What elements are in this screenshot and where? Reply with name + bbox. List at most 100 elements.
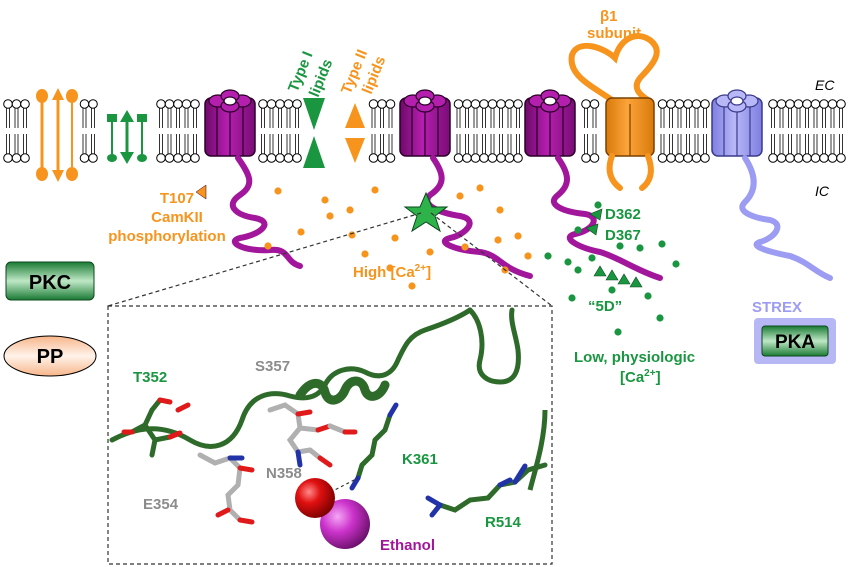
residue-r514: R514	[485, 514, 522, 531]
residue-n358: N358	[266, 465, 302, 482]
five-d-triangles	[593, 265, 643, 288]
calcium-ion	[594, 201, 602, 209]
lipid-head	[258, 99, 268, 109]
beta1-subunit	[568, 33, 660, 191]
lipid-head	[479, 99, 489, 109]
calcium-ion	[361, 250, 369, 258]
lipid-head	[802, 153, 812, 163]
calcium-ion	[371, 186, 379, 194]
label-low-calcium-line2: [Ca2+]	[620, 368, 661, 386]
lipid-head	[776, 99, 787, 109]
calcium-ion	[672, 260, 680, 268]
zoom-line-left	[107, 212, 422, 307]
lipid-head	[385, 99, 396, 109]
calcium-ion	[616, 242, 624, 250]
lipid-head	[513, 99, 523, 109]
lipid-head	[683, 153, 693, 163]
residue-e354: E354	[143, 496, 179, 513]
calcium-ion	[408, 282, 416, 290]
lipid-head	[79, 99, 90, 109]
lipid-head	[479, 153, 489, 163]
lipid-head	[589, 153, 600, 163]
lipid-head	[453, 99, 464, 109]
zoom-line-right	[430, 212, 553, 307]
lipid-head	[11, 153, 22, 163]
pka-badge: PKA	[754, 318, 836, 364]
lipid-head	[181, 153, 192, 163]
type2-lipid-symbol	[345, 103, 365, 163]
label-ec: EC	[815, 77, 835, 93]
calcium-ion	[568, 294, 576, 302]
lipid-head	[377, 153, 387, 163]
calcium-ion	[564, 258, 572, 266]
residue-t352: T352	[133, 369, 167, 386]
calcium-ion	[321, 196, 329, 204]
lipid-head	[487, 99, 498, 109]
label-ic: IC	[815, 183, 830, 199]
lipid-head	[810, 99, 821, 109]
strex-channel	[711, 89, 833, 281]
ethanol-oxygen-sphere	[295, 478, 335, 518]
calcium-ion	[574, 226, 582, 234]
lipid-head	[292, 153, 302, 163]
label-t107-line1: T107	[160, 190, 194, 207]
bk-channel-2	[399, 89, 533, 279]
green-lipid-arrow	[107, 110, 147, 164]
lipid-head	[581, 153, 591, 163]
lipid-head	[776, 153, 787, 163]
lipid-head	[657, 99, 668, 109]
lipid-head	[20, 99, 30, 109]
lipid-bilayer	[3, 99, 846, 163]
lipid-head	[385, 153, 396, 163]
calcium-ion	[274, 187, 282, 195]
lipid-head	[666, 99, 676, 109]
lipid-head	[700, 153, 710, 163]
lipid-head	[88, 99, 98, 109]
lipid-head	[275, 153, 285, 163]
calcium-ion	[574, 266, 582, 274]
lipid-head	[785, 99, 795, 109]
lipid-head	[691, 99, 702, 109]
lipid-head	[164, 99, 175, 109]
lipid-head	[11, 99, 22, 109]
lipid-head	[181, 99, 192, 109]
residue-s357: S357	[255, 358, 290, 375]
lipid-head	[3, 153, 13, 163]
lipid-head	[793, 153, 804, 163]
lipid-head	[453, 153, 464, 163]
calcium-ion	[456, 192, 464, 200]
calcium-ion	[476, 184, 484, 192]
lipid-head	[283, 99, 294, 109]
lipid-head	[88, 153, 98, 163]
calcium-ion	[614, 328, 622, 336]
lipid-head	[810, 153, 821, 163]
lipid-head	[700, 99, 710, 109]
lipid-head	[827, 99, 838, 109]
high-calcium-dots	[264, 184, 532, 290]
lipid-head	[462, 153, 472, 163]
protein-structure	[109, 307, 548, 549]
lipid-head	[785, 153, 795, 163]
lipid-head	[283, 153, 294, 163]
lipid-head	[462, 99, 472, 109]
lipid-head	[79, 153, 90, 163]
lipid-head	[674, 99, 685, 109]
calcium-ion	[386, 264, 394, 272]
calcium-ion	[461, 243, 469, 251]
lipid-head	[368, 153, 379, 163]
label-strex: STREX	[752, 299, 802, 316]
lipid-head	[3, 99, 13, 109]
calcium-ion	[391, 234, 399, 242]
label-d367: D367	[605, 227, 641, 244]
calcium-ion	[426, 248, 434, 256]
calcium-ion	[544, 252, 552, 260]
lipid-head	[819, 153, 829, 163]
lipid-head	[768, 99, 778, 109]
lipid-head	[190, 99, 200, 109]
lipid-head	[266, 153, 277, 163]
lipid-head	[292, 99, 302, 109]
lipid-head	[504, 99, 515, 109]
label-t107-line2: CamKII	[151, 209, 203, 226]
calcium-ion	[636, 244, 644, 252]
